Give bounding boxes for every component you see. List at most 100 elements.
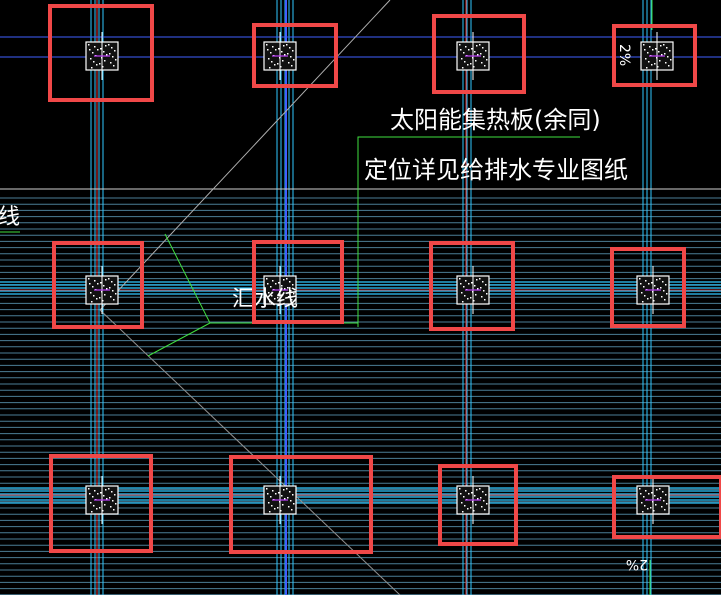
panel-speck [459, 278, 461, 280]
panel-speck [481, 62, 483, 64]
panel-speck [464, 295, 466, 297]
panel-speck [483, 500, 485, 502]
panel-speck [111, 491, 113, 493]
panel-speck [108, 488, 110, 490]
highlight-box [429, 241, 515, 331]
panel-speck [467, 298, 469, 300]
panel-speck [655, 294, 657, 296]
panel-speck [88, 278, 90, 280]
panel-speck [486, 503, 488, 505]
panel-speck [271, 295, 273, 297]
panel-speck [651, 492, 653, 494]
panel-speck [665, 284, 667, 286]
panel-speck [651, 64, 653, 66]
panel-speck [649, 46, 651, 48]
highlight-box [432, 14, 526, 94]
panel-speck [661, 506, 663, 508]
panel-speck [643, 286, 645, 288]
panel-speck [270, 286, 272, 288]
cyan-horizontal-bands [0, 281, 721, 504]
panel-speck [277, 507, 279, 509]
panel-speck [664, 53, 666, 55]
panel-speck [275, 283, 277, 285]
panel-speck [643, 496, 645, 498]
panel-speck [278, 492, 280, 494]
panel-speck [89, 493, 91, 495]
panel-speck [88, 44, 90, 46]
panel-speck [642, 511, 644, 513]
panel-speck [108, 278, 110, 280]
panel-speck [278, 282, 280, 284]
diagonal-guide-line-lower [99, 309, 401, 595]
highlight-box [610, 247, 686, 328]
panel-speck [475, 294, 477, 296]
panel-speck [99, 507, 101, 509]
panel-speck [290, 56, 292, 58]
panel-speck [645, 280, 647, 282]
panel-speck [94, 280, 96, 282]
panel-speck [662, 281, 664, 283]
panel-speck [290, 290, 292, 292]
panel-speck [275, 49, 277, 51]
panel-speck [661, 54, 663, 56]
panel-speck [288, 506, 290, 508]
panel-speck [97, 493, 99, 495]
panel-speck [666, 503, 668, 505]
panel-speck [460, 493, 462, 495]
panel-speck [654, 495, 656, 497]
panel-speck [291, 299, 293, 301]
panel-speck [485, 50, 487, 52]
panel-speck [463, 286, 465, 288]
solar-panel-symbol [85, 32, 119, 80]
panel-speck [660, 497, 662, 499]
panel-speck [286, 278, 288, 280]
panel-speck [476, 489, 478, 491]
panel-speck [280, 66, 282, 68]
panel-speck [463, 496, 465, 498]
panel-speck [291, 509, 293, 511]
panel-speck [281, 285, 283, 287]
panel-speck [657, 66, 659, 68]
panel-speck [266, 488, 268, 490]
panel-speck [274, 298, 276, 300]
panel-speck [639, 278, 641, 280]
panel-speck [459, 488, 461, 490]
panel-speck [92, 286, 94, 288]
panel-speck [115, 293, 117, 295]
panel-speck [648, 283, 650, 285]
panel-speck [479, 278, 481, 280]
panel-speck [640, 493, 642, 495]
panel-speck [111, 281, 113, 283]
panel-speck [462, 511, 464, 513]
panel-speck [460, 283, 462, 285]
panel-speck [268, 58, 270, 60]
panel-speck [475, 504, 477, 506]
panel-speck [89, 49, 91, 51]
panel-speck [662, 491, 664, 493]
panel-speck [277, 297, 279, 299]
panel-speck [109, 497, 111, 499]
panel-speck [109, 53, 111, 55]
panel-speck [659, 278, 661, 280]
panel-speck [467, 508, 469, 510]
panel-speck [102, 510, 104, 512]
panel-speck [104, 294, 106, 296]
panel-speck [88, 488, 90, 490]
panel-speck [480, 497, 482, 499]
panel-speck [660, 287, 662, 289]
panel-speck [465, 280, 467, 282]
panel-speck [468, 493, 470, 495]
panel-speck [642, 301, 644, 303]
panel-speck [470, 63, 472, 65]
solar-panel-symbol [456, 266, 490, 314]
panel-speck [292, 284, 294, 286]
panel-speck [293, 59, 295, 61]
panel-speck [112, 56, 114, 58]
panel-speck [470, 507, 472, 509]
panel-speck [659, 488, 661, 490]
solar-panel-symbol [636, 476, 670, 524]
panel-speck [651, 282, 653, 284]
panel-speck [271, 61, 273, 63]
solar-panel-symbol [636, 266, 670, 314]
panel-speck [666, 47, 668, 49]
